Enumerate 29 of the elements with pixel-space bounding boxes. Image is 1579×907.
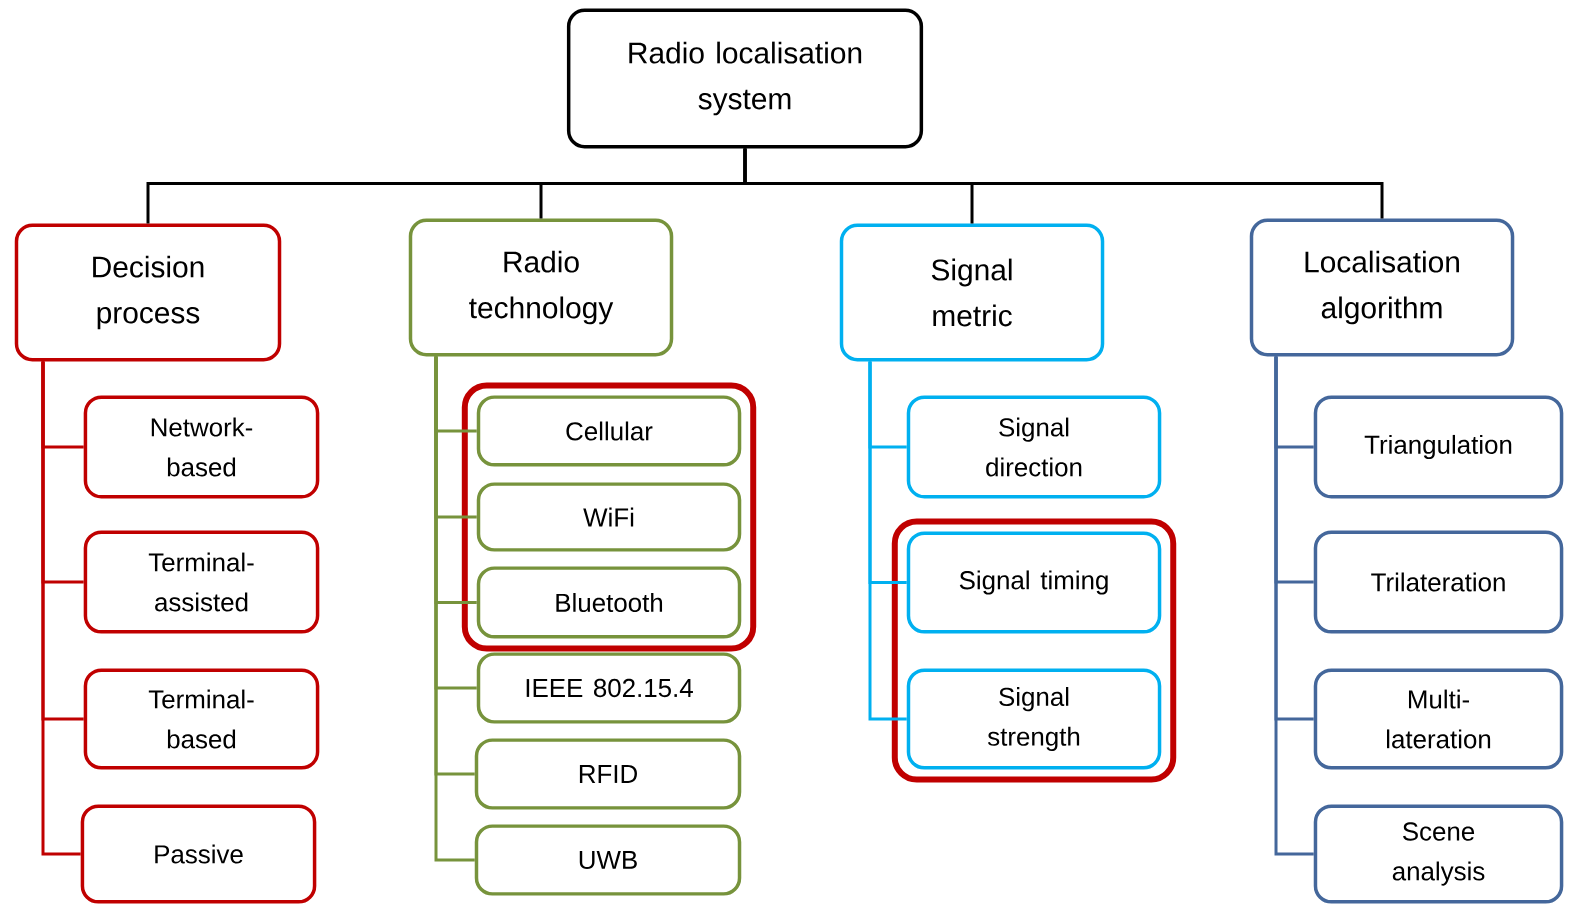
item-box: Scene analysis: [1313, 804, 1564, 904]
item-box: IEEE 802.15.4: [476, 652, 742, 724]
item-box: Cellular: [476, 395, 742, 467]
item-box: Signal strength: [906, 668, 1162, 770]
item-box: Terminal-assisted: [83, 530, 320, 634]
connector-line: [1274, 356, 1314, 856]
item-box: Triangulation: [1313, 395, 1564, 499]
item-box: Signal timing: [906, 531, 1162, 634]
item-box: Multi-lateration: [1313, 668, 1564, 770]
item-box: Passive: [80, 804, 317, 904]
connector-line: [41, 361, 81, 856]
category-box: Signal metric: [839, 223, 1105, 362]
connector-line: [743, 148, 1384, 219]
category-box: Radio technology: [408, 218, 674, 357]
category-box: Localisation algorithm: [1249, 218, 1515, 357]
item-box: Terminal-based: [83, 668, 320, 770]
item-box: Network-based: [83, 395, 320, 499]
item-box: Bluetooth: [476, 566, 742, 639]
item-box: WiFi: [476, 482, 742, 552]
item-box: UWB: [474, 824, 742, 896]
item-box: RFID: [474, 738, 742, 810]
category-box: Decision process: [14, 223, 282, 362]
highlight-frame: [891, 518, 1177, 783]
highlight-frame: [461, 382, 757, 652]
root-box: Radio localisation system: [566, 8, 924, 149]
connector-line: [434, 356, 475, 862]
item-box: Trilateration: [1313, 530, 1564, 634]
item-box: Signal direction: [906, 395, 1162, 499]
connector-line: [868, 361, 907, 721]
